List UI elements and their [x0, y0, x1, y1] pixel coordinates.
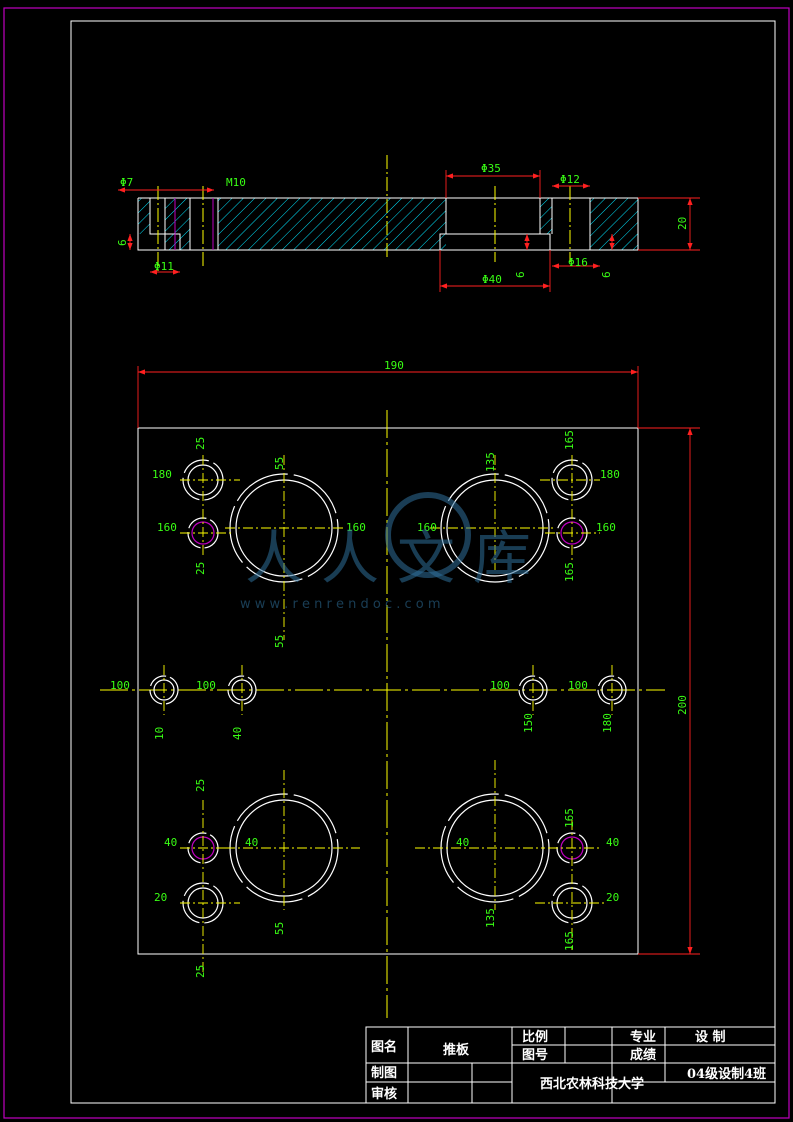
dim-bl-25b: 25 [194, 965, 207, 978]
hatch-main [218, 198, 446, 250]
watermark-text: 人人文库 [245, 524, 549, 592]
major: 设 制 [695, 1029, 726, 1045]
dim-tl-160: 160 [157, 521, 177, 534]
title-block-texts: 图名 推板 比例 图号 专业 设 制 成绩 制图 审核 西北农林科技大学 04级… [371, 1029, 766, 1102]
dim-width: 190 [384, 359, 404, 372]
dim-tr-160: 160 [596, 521, 616, 534]
label-drawing-no: 图号 [522, 1048, 548, 1063]
dim-mid-100b: 100 [196, 679, 216, 692]
plate-outline [137, 427, 639, 955]
dim-br-165: 165 [563, 808, 576, 828]
dim-tl-55b: 55 [273, 635, 286, 648]
dim-tr-180: 180 [600, 468, 620, 481]
label-drafter: 制图 [371, 1065, 397, 1081]
dim-bl-20: 20 [154, 891, 167, 904]
dim-br-20: 20 [606, 891, 619, 904]
label-major: 专业 [630, 1029, 656, 1045]
dim-step-mid: 6 [514, 271, 527, 278]
label-grade: 成绩 [630, 1047, 656, 1063]
plan-centerlines [100, 410, 665, 1018]
dim-tl-25: 25 [194, 437, 207, 450]
dim-d12: Φ12 [560, 173, 580, 186]
watermark-url: w w w . r e n r e n d o c . c o m [240, 597, 441, 612]
dim-bl-40r: 40 [245, 836, 258, 849]
dim-bl-25: 25 [194, 779, 207, 792]
section-view [137, 197, 639, 251]
dim-d11: Φ11 [154, 260, 174, 273]
dim-step-right: 6 [600, 271, 613, 278]
drawing-name: 推板 [443, 1042, 470, 1058]
dim-mid-180: 180 [601, 713, 614, 733]
dim-height: 200 [676, 695, 689, 715]
label-reviewer: 审核 [371, 1086, 397, 1102]
university: 西北农林科技大学 [540, 1076, 644, 1092]
dim-mid-100c: 100 [490, 679, 510, 692]
dim-br-165b: 165 [563, 931, 576, 951]
dim-thickness: 20 [676, 217, 689, 230]
dim-bl-55: 55 [273, 922, 286, 935]
dim-bl-40: 40 [164, 836, 177, 849]
hole-centerlines [163, 455, 613, 975]
outer-frame [3, 7, 790, 1119]
dim-tl-25b: 25 [194, 562, 207, 575]
watermark: 人人文库 w w w . r e n r e n d o c . c o m [240, 492, 549, 612]
dim-d16: Φ16 [568, 256, 588, 269]
dim-m10: M10 [226, 176, 246, 189]
section-centerlines [157, 155, 571, 272]
class: 04级设制4班 [687, 1066, 766, 1082]
dim-tr-135: 135 [484, 452, 497, 472]
hatch-right-1 [540, 198, 552, 234]
dim-br-40: 40 [606, 836, 619, 849]
hatch-left-2 [165, 198, 190, 250]
dim-br-135: 135 [484, 908, 497, 928]
dim-mid-100a: 100 [110, 679, 130, 692]
dim-tl-55: 55 [273, 457, 286, 470]
dim-mid-40: 40 [231, 727, 244, 740]
dim-tl-160r: 160 [346, 521, 366, 534]
plan-dim-texts: 25 180 160 25 55 160 55 135 165 180 160 … [110, 430, 620, 978]
dim-d40: Φ40 [482, 273, 502, 286]
label-drawing-name: 图名 [371, 1039, 397, 1055]
dim-br-40l: 40 [456, 836, 469, 849]
dim-d7: Φ7 [120, 176, 133, 189]
section-dim-texts: Φ7 M10 Φ35 Φ12 20 6 Φ11 6 Φ40 Φ16 6 [116, 162, 689, 286]
dim-mid-150: 150 [522, 713, 535, 733]
dim-tr-165b: 165 [563, 562, 576, 582]
dim-step-left: 6 [116, 239, 129, 246]
hatch-left-1 [138, 198, 150, 234]
title-block [365, 1026, 776, 1104]
section-dim-lines [118, 170, 700, 292]
dim-mid-10: 10 [153, 727, 166, 740]
dim-tr-165: 165 [563, 430, 576, 450]
dim-tl-180: 180 [152, 468, 172, 481]
hatch-right-2 [590, 198, 638, 250]
plan-overall-dims [137, 366, 700, 955]
dim-mid-100d: 100 [568, 679, 588, 692]
dim-d35: Φ35 [481, 162, 501, 175]
label-scale: 比例 [522, 1029, 548, 1045]
watermark-logo-icon [385, 492, 471, 578]
dim-tr-160l: 160 [417, 521, 437, 534]
